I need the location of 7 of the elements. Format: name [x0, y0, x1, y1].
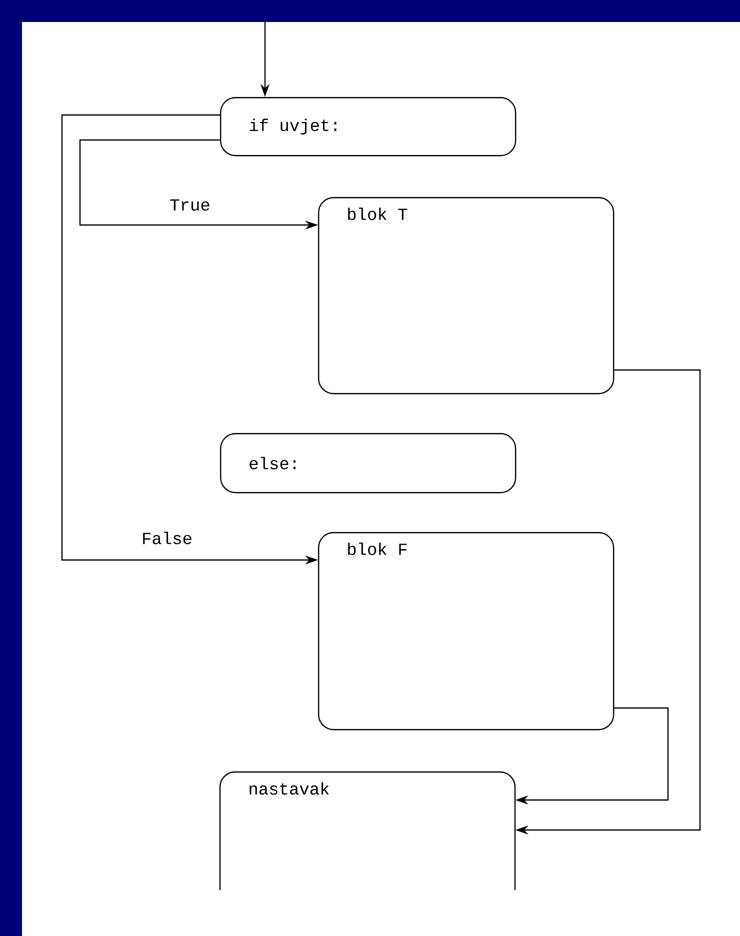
edge-label: True [168, 198, 212, 212]
code-block-box: blok F [318, 532, 614, 730]
code-block-box: else: [220, 433, 516, 494]
code-block-box: nastavak [219, 771, 516, 890]
code-block-box: blok T [318, 197, 614, 394]
edge-label: False [140, 530, 194, 546]
code-block-box: if uvjet: [220, 97, 516, 156]
